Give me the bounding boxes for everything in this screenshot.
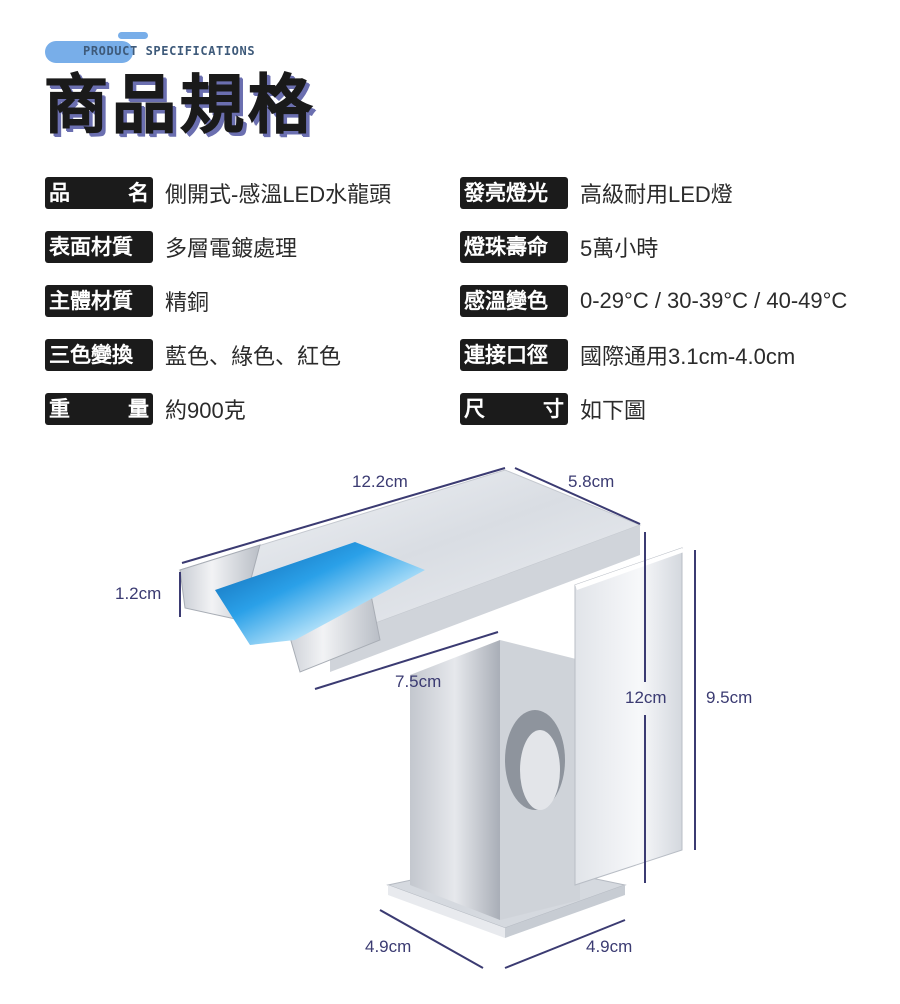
dimension-label-base-width-left: 4.9cm	[365, 937, 412, 956]
spec-row-color-change: 三色變換 藍色、綠色、紅色	[45, 339, 341, 371]
spec-label: 三色變換	[45, 339, 153, 371]
spec-label: 燈珠壽命	[460, 231, 568, 263]
spec-row-product-name: 品 名 側開式-感溫LED水龍頭	[45, 177, 391, 209]
dimension-label-spout-height: 1.2cm	[115, 584, 162, 603]
spec-row-surface-material: 表面材質 多層電鍍處理	[45, 231, 297, 263]
spec-label: 連接口徑	[460, 339, 568, 371]
spec-value: 側開式-感溫LED水龍頭	[165, 182, 392, 207]
spec-row-connection-size: 連接口徑 國際通用3.1cm-4.0cm	[460, 339, 795, 371]
spec-value: 5萬小時	[580, 236, 659, 261]
spec-row-body-material: 主體材質 精銅	[45, 285, 209, 317]
faucet-illustration	[178, 467, 696, 969]
dimension-lines	[179, 467, 696, 969]
spec-value: 0-29°C / 30-39°C / 40-49°C	[580, 288, 848, 313]
page-title: 商品規格	[44, 69, 316, 143]
spec-label: 尺 寸	[460, 393, 568, 425]
spec-row-size: 尺 寸 如下圖	[460, 393, 646, 425]
spec-label: 品 名	[45, 177, 153, 209]
product-dimension-diagram: 12.2cm 5.8cm 1.2cm 7.5cm 12cm 9.5cm 4.9c…	[0, 450, 900, 1000]
spec-value: 高級耐用LED燈	[580, 182, 733, 207]
header-accent-pill-small	[118, 32, 148, 39]
spec-value: 如下圖	[580, 398, 647, 423]
spec-label: 發亮燈光	[460, 177, 568, 209]
spec-label: 重 量	[45, 393, 153, 425]
dimension-label-top-depth: 5.8cm	[568, 472, 615, 491]
dimension-label-base-width-right: 4.9cm	[586, 937, 633, 956]
spec-label: 表面材質	[45, 231, 153, 263]
spec-value: 多層電鍍處理	[165, 236, 298, 261]
spec-label: 感溫變色	[460, 285, 568, 317]
spec-value: 藍色、綠色、紅色	[165, 344, 342, 369]
spec-value: 約900克	[165, 398, 246, 423]
spec-row-weight: 重 量 約900克	[45, 393, 246, 425]
spec-value: 國際通用3.1cm-4.0cm	[580, 344, 796, 369]
header-subtitle: PRODUCT SPECIFICATIONS	[83, 44, 256, 58]
dimension-label-handle-height: 9.5cm	[706, 688, 753, 707]
dimension-label-spout-length: 12.2cm	[352, 472, 408, 491]
header-accent-pill	[45, 41, 133, 63]
spec-label: 主體材質	[45, 285, 153, 317]
spec-row-temperature-color: 感溫變色 0-29°C / 30-39°C / 40-49°C	[460, 285, 847, 317]
dimension-label-total-height: 12cm	[625, 688, 667, 707]
spec-value: 精銅	[165, 290, 210, 315]
spec-row-light: 發亮燈光 高級耐用LED燈	[460, 177, 733, 209]
spec-row-led-lifespan: 燈珠壽命 5萬小時	[460, 231, 658, 263]
dimension-label-spout-reach: 7.5cm	[395, 672, 442, 691]
